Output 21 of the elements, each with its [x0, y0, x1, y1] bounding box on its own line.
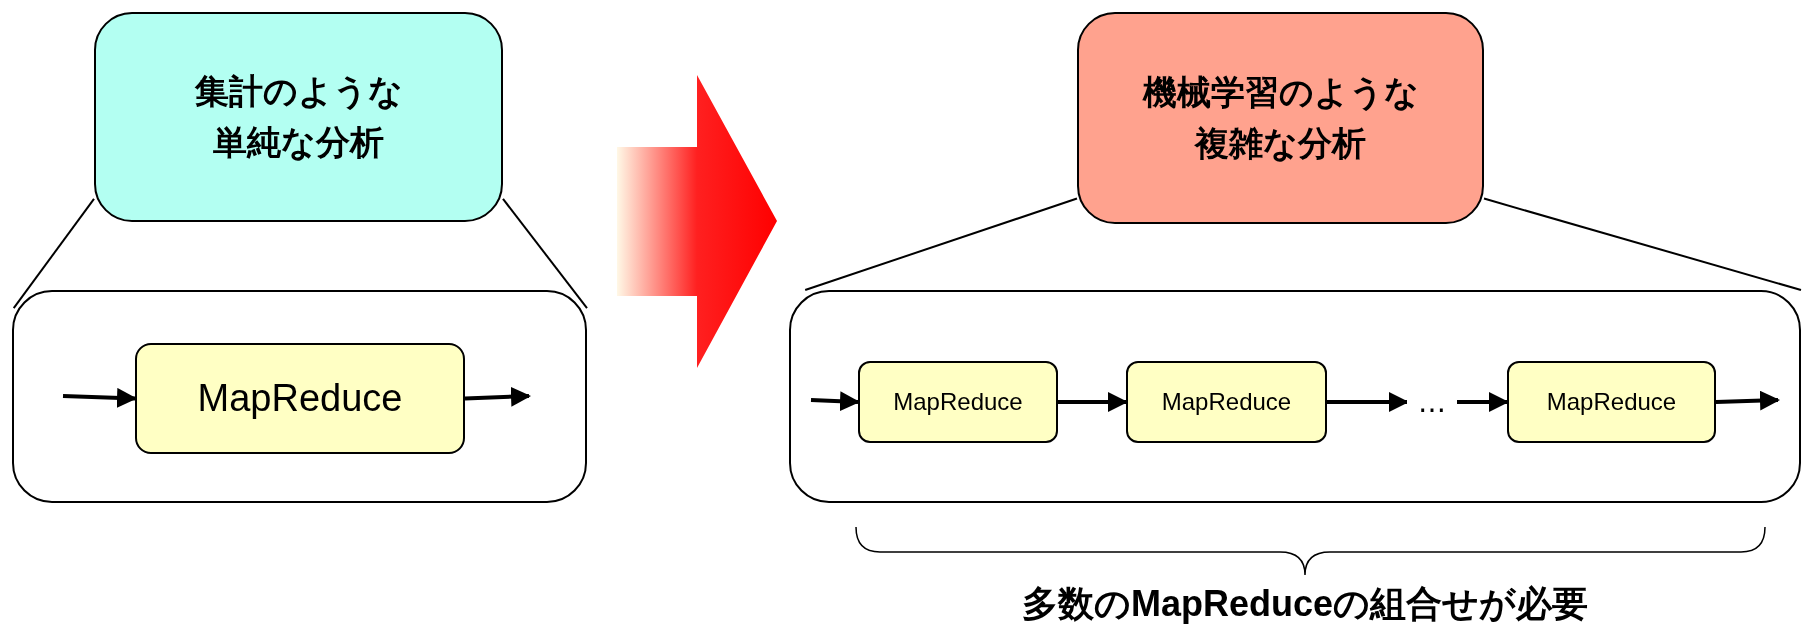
heading-box: 集計のような単純な分析	[94, 12, 503, 222]
connector-line	[12, 197, 95, 310]
arrow	[464, 386, 531, 407]
connector-line	[502, 197, 588, 310]
group-box	[12, 290, 587, 503]
connector-line	[804, 197, 1078, 291]
connector-line	[1483, 197, 1802, 291]
arrow	[62, 387, 137, 408]
group-box	[789, 290, 1801, 503]
arrow	[1327, 392, 1409, 412]
note-text: 多数のMapReduceの組合せが必要	[1020, 582, 1589, 626]
process-box: MapReduce	[135, 343, 465, 454]
arrow	[1058, 392, 1128, 412]
arrow	[810, 391, 860, 412]
heading-box: 機械学習のような複雑な分析	[1077, 12, 1484, 224]
arrow	[1715, 390, 1780, 411]
process-box: MapReduce	[1507, 361, 1716, 443]
arrow	[1457, 392, 1509, 412]
process-box: MapReduce	[858, 361, 1058, 443]
process-box: MapReduce	[1126, 361, 1327, 443]
block-arrow	[617, 75, 777, 368]
